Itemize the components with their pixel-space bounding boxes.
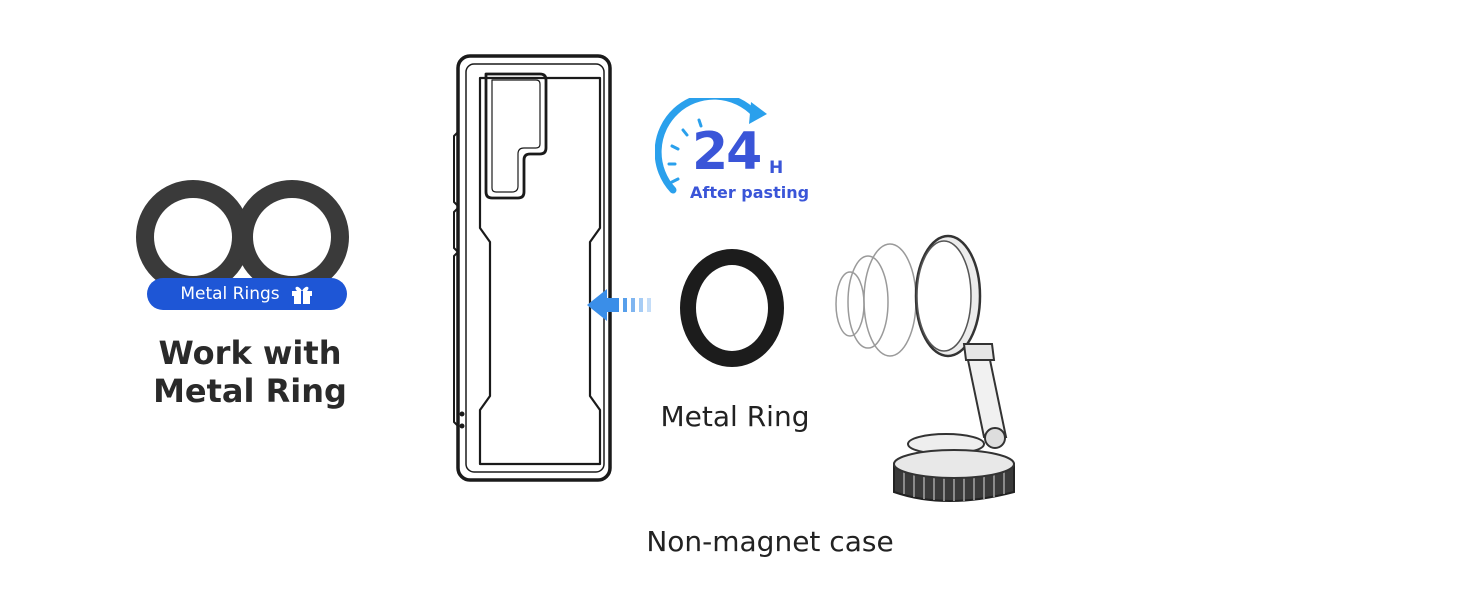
attach-arrow-icon xyxy=(587,289,651,321)
clock-arrow-icon xyxy=(655,98,767,194)
feature-title-line1: Work with xyxy=(158,334,342,372)
case-label: Non-magnet case xyxy=(646,525,894,558)
metal-ring-illustration xyxy=(680,249,784,367)
gift-icon xyxy=(291,286,312,304)
car-mount-illustration xyxy=(835,234,1015,502)
phone-case-illustration xyxy=(453,54,612,482)
timer-caption: After pasting xyxy=(690,183,810,202)
metal-ring-label: Metal Ring xyxy=(660,400,810,433)
timer-number: 24 xyxy=(692,122,762,182)
feature-title: Work with Metal Ring xyxy=(120,334,380,410)
metal-rings-badge: Metal Rings xyxy=(147,278,347,310)
timer-unit: H xyxy=(769,158,784,178)
feature-title-line2: Metal Ring xyxy=(153,372,347,410)
badge-label: Metal Rings xyxy=(180,284,280,304)
